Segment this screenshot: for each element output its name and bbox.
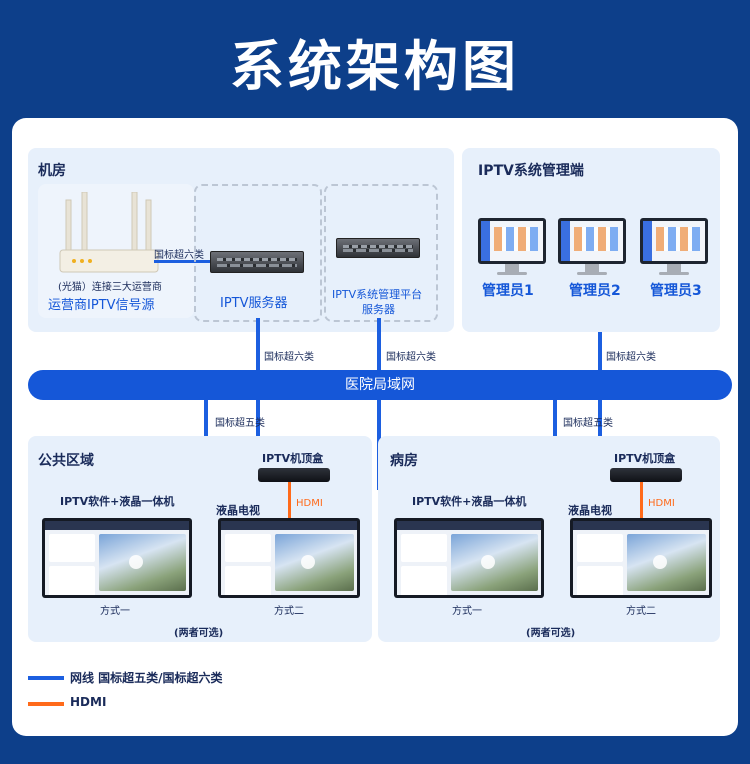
mgmt-lan-link [377, 318, 381, 490]
ward-way1-label: 方式一 [452, 606, 482, 617]
lan-public-cable-label: 国标超五类 [215, 418, 265, 429]
diagram-card: 机房 (光猫）连接三大运营商 运营商IPTV信号源 国标超六类 IPTV服务器 … [12, 118, 738, 736]
server-lan-link [256, 318, 260, 490]
mgmt-server-icon [336, 238, 420, 258]
public-way2-label: 方式二 [274, 606, 304, 617]
mgmt-lan-cable-label: 国标超六类 [386, 352, 436, 363]
router-label: 运营商IPTV信号源 [48, 298, 155, 313]
ward-tv-screen [570, 518, 712, 598]
public-hdmi-link [288, 482, 291, 518]
router-icon [59, 192, 159, 273]
router-server-link [154, 260, 216, 263]
admin-panel-label: IPTV系统管理端 [478, 163, 584, 179]
lan-ward-link [553, 400, 557, 436]
ward-hdmi-link [640, 482, 643, 518]
admin-label-2: 管理员2 [569, 283, 621, 299]
ward-stb-icon [610, 468, 682, 482]
mgmt-server-label-1: IPTV系统管理平台 [332, 288, 423, 301]
admin-monitor-3 [640, 218, 708, 264]
ward-allinone-screen [394, 518, 544, 598]
public-stb-icon [258, 468, 330, 482]
admin-label-1: 管理员1 [482, 283, 534, 299]
machine-room-label: 机房 [38, 163, 66, 179]
ward-tv-label: 液晶电视 [568, 504, 612, 517]
hospital-lan-bar: 医院局域网 [28, 370, 732, 400]
admin-lan-cable-label: 国标超六类 [606, 352, 656, 363]
lan-ward-cable-label: 国标超五类 [563, 418, 613, 429]
public-tv-screen [218, 518, 360, 598]
mgmt-server-label-2: 服务器 [362, 303, 395, 316]
lan-public-link [204, 400, 208, 436]
ward-allinone-label: IPTV软件+液晶一体机 [412, 495, 527, 508]
ward-stb-label: IPTV机顶盒 [614, 452, 676, 465]
admin-monitor-1 [478, 218, 546, 264]
admin-monitor-1-stand [497, 264, 527, 275]
legend-hdmi-swatch [28, 702, 64, 706]
legend-network-swatch [28, 676, 64, 680]
public-allinone-label: IPTV软件+液晶一体机 [60, 495, 175, 508]
mgmt-server-box [324, 184, 438, 322]
iptv-server-icon [210, 251, 304, 273]
public-way1-label: 方式一 [100, 606, 130, 617]
admin-label-3: 管理员3 [650, 283, 702, 299]
ward-way2-label: 方式二 [626, 606, 656, 617]
public-hdmi-label: HDMI [296, 498, 323, 509]
public-area-label: 公共区域 [38, 453, 94, 469]
legend-hdmi-label: HDMI [70, 695, 107, 709]
admin-monitor-3-stand [659, 264, 689, 275]
iptv-server-label: IPTV服务器 [220, 296, 288, 311]
router-caption: (光猫）连接三大运营商 [58, 282, 162, 293]
admin-monitor-2 [558, 218, 626, 264]
ward-hdmi-label: HDMI [648, 498, 675, 509]
page-title: 系统架构图 [230, 35, 520, 98]
ward-area-label: 病房 [390, 453, 418, 469]
public-allinone-screen [42, 518, 192, 598]
server-lan-cable-label: 国标超六类 [264, 352, 314, 363]
router-server-cable-label: 国标超六类 [154, 250, 204, 261]
admin-monitor-2-stand [577, 264, 607, 275]
admin-lan-link [598, 332, 602, 490]
legend-network-label: 网线 国标超五类/国标超六类 [70, 671, 223, 685]
public-stb-label: IPTV机顶盒 [262, 452, 324, 465]
public-tv-label: 液晶电视 [216, 504, 260, 517]
public-either-label: (两者可选) [174, 628, 224, 639]
ward-either-label: (两者可选) [526, 628, 576, 639]
